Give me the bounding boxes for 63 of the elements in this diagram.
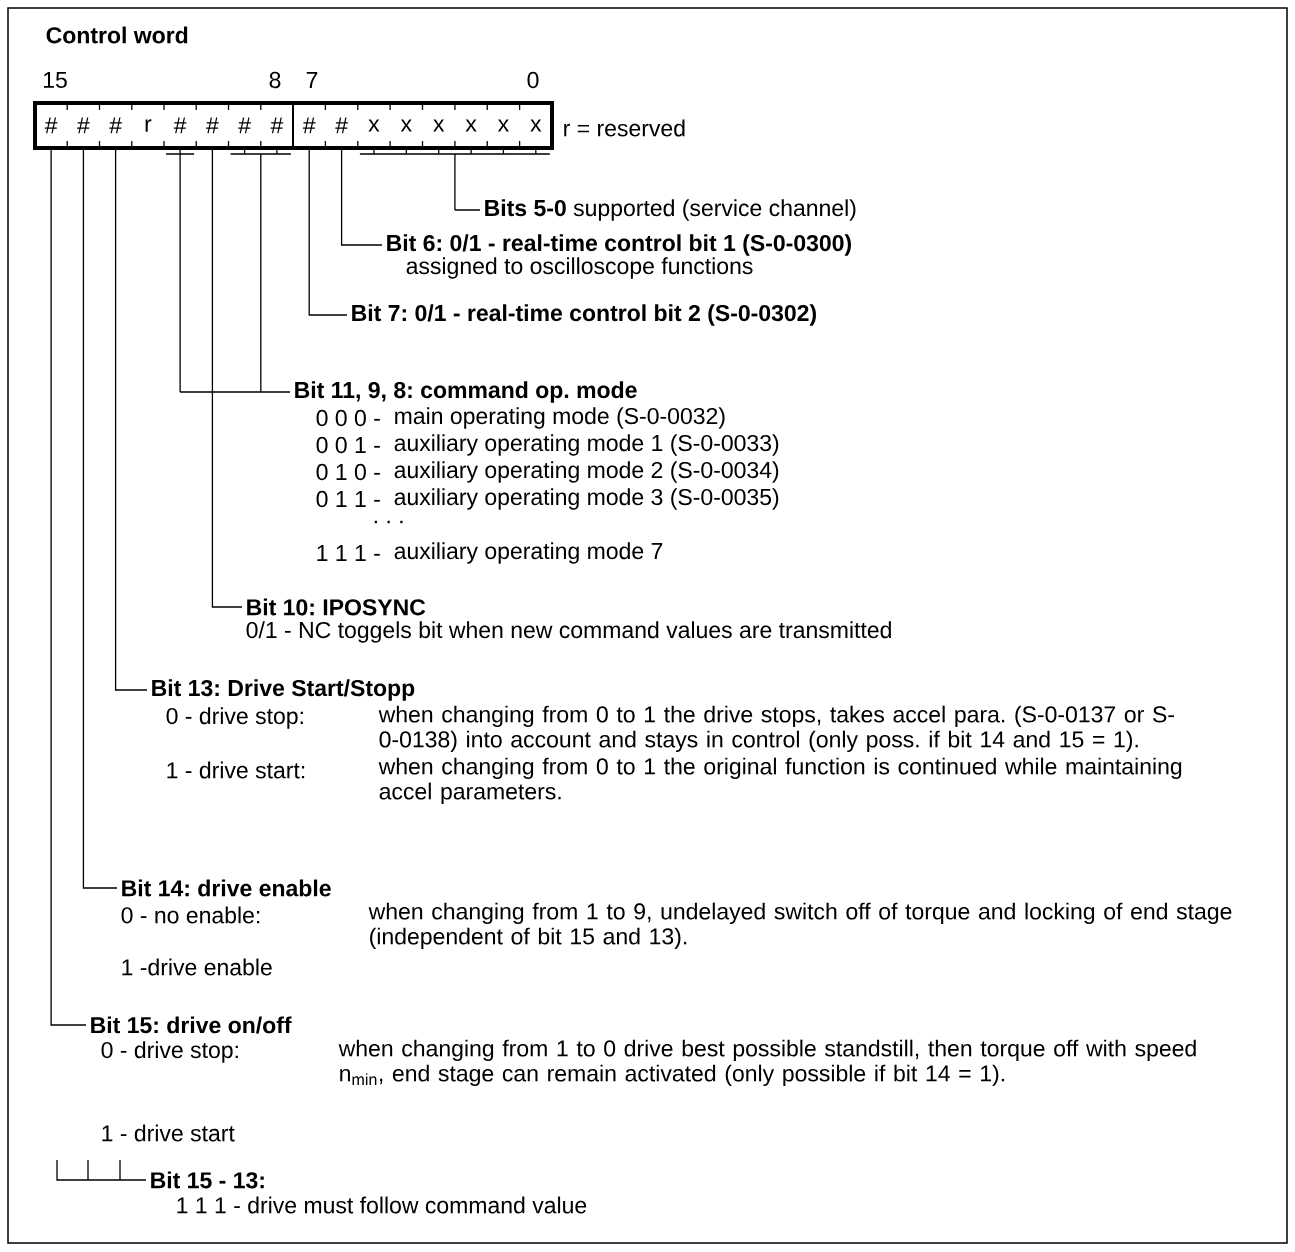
description-text: auxiliary operating mode 7 (394, 542, 663, 564)
leader-line (359, 148, 551, 211)
bit-heading: Bit 7: 0/1 - real-time control bit 2 (S-0-0302) (352, 304, 816, 326)
bit-cell: # (238, 117, 251, 134)
description-text: assigned to oscilloscope functions (406, 257, 753, 279)
bit-heading: Bit 15: drive on/off (91, 1016, 292, 1034)
bit-heading: Bit 15 - 13: (151, 1171, 264, 1189)
description-text: 0 0 1 - (316, 436, 380, 454)
bit-heading: Bits 5-0 supported (service channel) (485, 199, 856, 221)
bit-number: 15 (43, 71, 67, 88)
description-text: 0 1 1 - (316, 490, 380, 508)
bit-heading: Bit 10: IPOSYNC (247, 598, 426, 616)
description-text: 0 - drive stop: (166, 707, 303, 729)
description-text: 0 - no enable: (121, 906, 260, 924)
description-text: 1 - drive start (102, 1124, 235, 1142)
bit-cell: # (173, 117, 187, 134)
bit-cell: x (400, 119, 412, 132)
bit-cell: # (44, 117, 58, 134)
bit-cell: x (368, 119, 380, 132)
leader-line (165, 148, 292, 393)
bit-cell: x (433, 119, 445, 132)
leader-line (114, 148, 148, 691)
description-text: auxiliary operating mode 3 (S-0-0035) (394, 488, 779, 510)
bit-number: 0 (527, 71, 539, 89)
bit-cell: # (77, 117, 90, 134)
bit-heading: Bit 11, 9, 8: command op. mode (295, 381, 637, 403)
leader-line (308, 148, 348, 316)
title: Control word (46, 26, 188, 44)
description-text: auxiliary operating mode 1 (S-0-0033) (394, 434, 779, 456)
bit-heading: Bit 14: drive enable (122, 879, 331, 897)
legend-note: r = reserved (564, 119, 685, 137)
bit-number: 7 (306, 72, 318, 88)
description-text: 1 1 1 - (317, 545, 380, 561)
description-text: main operating mode (S-0-0032) (395, 407, 725, 429)
description-text: when changing from 0 to 1 the original function is continued while maintaining accel parameters. (378, 757, 1182, 805)
leader-line (340, 148, 383, 246)
description-text: 0 0 0 - (316, 409, 380, 427)
leader-line (82, 148, 118, 889)
description-text: when changing from 1 to 0 drive best possible standstill, then torque off with speed n$_{min}$, end stage can remain activated (only possible if bit 14 = 1). (338, 1039, 1196, 1087)
bit-heading: Bit 13: Drive Start/Stopp (152, 679, 415, 701)
description-text: 1 1 1 - drive must follow command value (177, 1196, 587, 1214)
bit-cell: # (335, 117, 348, 134)
description-text: when changing from 1 to 9, undelayed switch off of torque and locking of end stage (independent of bit 15 and 13). (368, 902, 1232, 950)
leader-line (50, 148, 87, 1026)
bit-cell: # (270, 117, 284, 134)
bit-cell: # (302, 117, 316, 134)
description-text: . . . (374, 520, 403, 524)
description-text: when changing from 0 to 1 the drive stops, takes accel para. (S-0-0137 or S-0-0138) into account and stays in control (only poss. if bit 14 and 15 = 1). (378, 705, 1174, 753)
description-text: 1 -drive enable (122, 958, 272, 976)
bit-number: 8 (269, 71, 281, 89)
description-text: 0/1 - NC toggels bit when new command values are transmitted (246, 621, 891, 643)
bit-cell: x (530, 119, 542, 132)
bit-cell: x (465, 119, 477, 132)
description-text: 0 1 0 - (316, 463, 380, 481)
description-text: 1 - drive start: (167, 761, 305, 779)
bit-cell: # (109, 117, 122, 134)
bit-cell: # (206, 117, 219, 134)
description-text: 0 - drive stop: (101, 1041, 238, 1063)
description-text: auxiliary operating mode 2 (S-0-0034) (394, 461, 779, 483)
bit-cell: r (145, 119, 152, 132)
bit-heading: Bit 6: 0/1 - real-time control bit 1 (S-0-0300) (387, 234, 851, 256)
bit-cell: x (497, 119, 509, 132)
leader-line (211, 148, 243, 608)
